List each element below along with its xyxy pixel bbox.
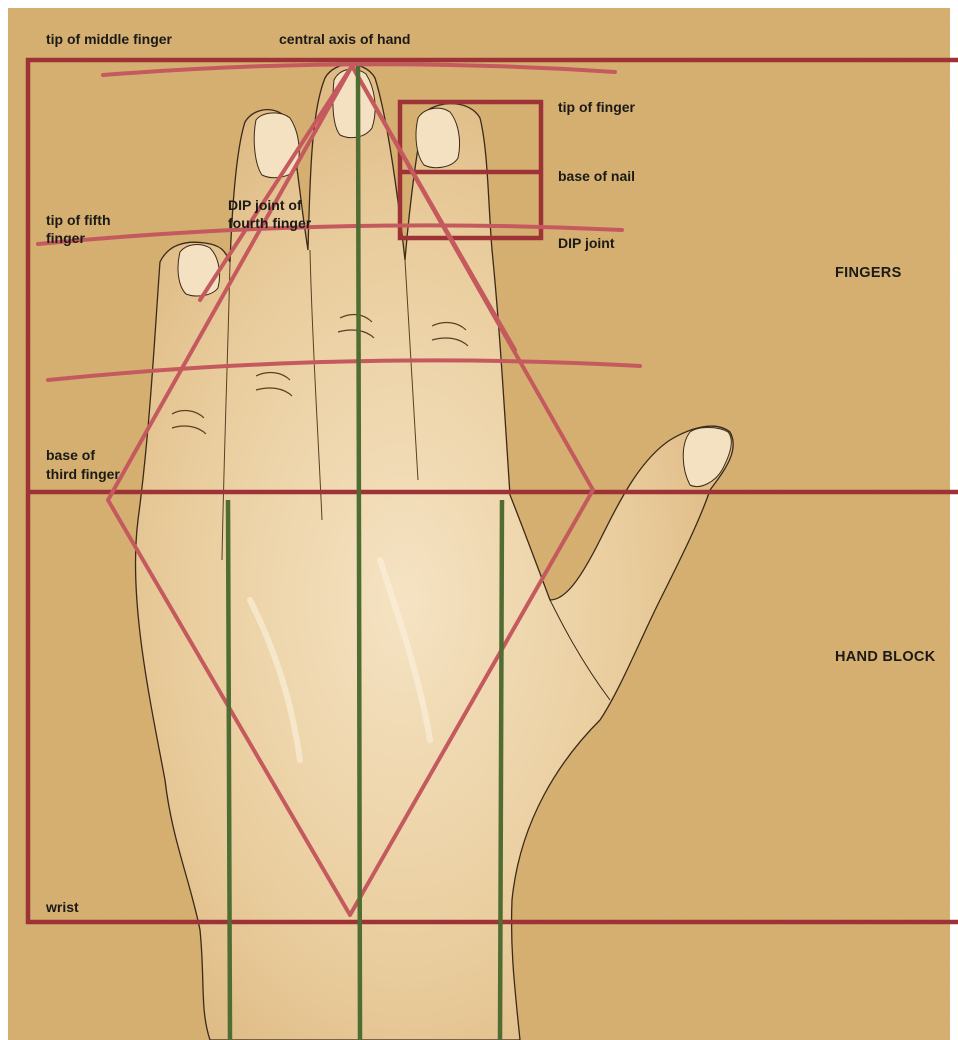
label-dip-joint-of-fourth-finger-1: DIP joint of <box>228 197 302 213</box>
nail-middle-finger <box>333 69 375 137</box>
label-tip-of-finger: tip of finger <box>558 99 636 115</box>
label-dip-joint: DIP joint <box>558 235 615 251</box>
nail-index-finger <box>416 108 460 167</box>
label-dip-joint-of-fourth-finger-2: fourth finger <box>228 215 312 231</box>
label-base-of-nail: base of nail <box>558 168 635 184</box>
nail-fifth-finger <box>178 245 220 296</box>
index-finger-axis-line <box>500 500 502 1040</box>
central-axis-line <box>358 66 360 1040</box>
label-tip-of-middle-finger: tip of middle finger <box>46 31 173 47</box>
label-base-of-third-finger-1: base of <box>46 447 95 463</box>
label-tip-of-fifth-finger-2: finger <box>46 230 85 246</box>
fourth-finger-axis-line <box>228 500 230 1040</box>
label-central-axis-of-hand: central axis of hand <box>279 31 410 47</box>
label-base-of-third-finger-2: third finger <box>46 466 120 482</box>
label-fingers: FINGERS <box>835 265 902 281</box>
label-tip-of-fifth-finger-1: tip of fifth <box>46 212 111 228</box>
label-wrist: wrist <box>45 899 79 915</box>
label-hand-block: HAND BLOCK <box>835 649 936 665</box>
